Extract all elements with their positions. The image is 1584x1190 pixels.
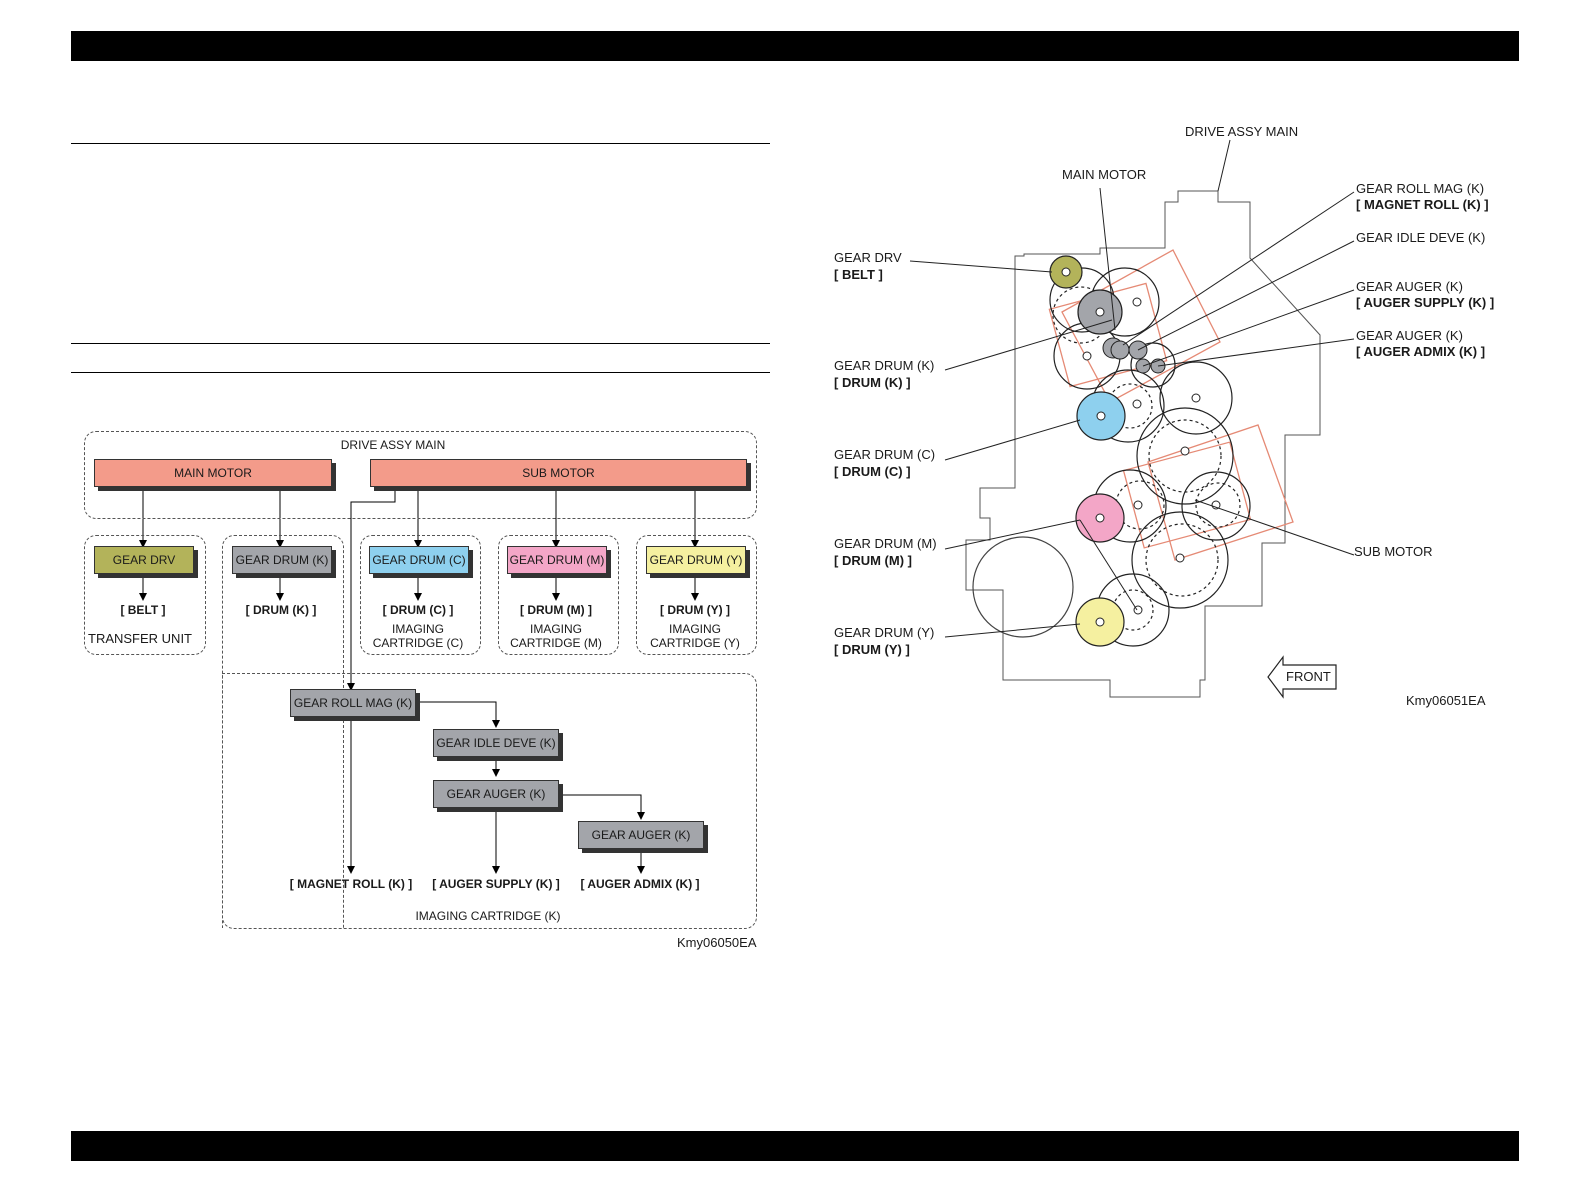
auger-supply-label: [ AUGER SUPPLY (K) ]	[432, 877, 560, 891]
gear-drum-c-box: GEAR DRUM (C)	[369, 546, 469, 574]
drum-y-callout: [ DRUM (Y) ]	[834, 642, 910, 657]
belt-callout: [ BELT ]	[834, 267, 883, 282]
front-label: FRONT	[1286, 669, 1331, 684]
gear-auger-supply-box: GEAR AUGER (K)	[433, 780, 559, 808]
sub-motor-box: SUB MOTOR	[370, 459, 747, 487]
gear-drum-y-callout: GEAR DRUM (Y)	[834, 625, 935, 640]
gear-drv-box: GEAR DRV	[94, 546, 194, 574]
section-rule	[71, 143, 770, 144]
gear-drum-y-box: GEAR DRUM (Y)	[646, 546, 746, 574]
magnet-roll-callout: [ MAGNET ROLL (K) ]	[1356, 197, 1489, 212]
gear-roll-mag-callout: GEAR ROLL MAG (K)	[1356, 181, 1485, 196]
header-bar	[71, 31, 1519, 61]
imaging-cartridge-k-label: IMAGING CARTRIDGE (K)	[415, 909, 561, 923]
gear-auger-supply-gear	[1135, 358, 1151, 374]
drive-assy-frame	[965, 190, 1321, 698]
drum-c-callout: [ DRUM (C) ]	[834, 464, 911, 479]
gear-drv-callout: GEAR DRV	[834, 250, 902, 265]
gear-auger-admix-box: GEAR AUGER (K)	[578, 821, 704, 849]
illustration-figure-code: Kmy06051EA	[1406, 693, 1486, 708]
gear-drum-c-gear	[1076, 391, 1126, 441]
cartridge-m-label: CARTRIDGE (M)	[510, 636, 602, 650]
gear-drum-k-box: GEAR DRUM (K)	[232, 546, 332, 574]
belt-label: [ BELT ]	[120, 603, 166, 617]
imaging-cartridge-k-group	[222, 673, 757, 929]
gear-auger-admix-gear	[1150, 358, 1166, 374]
gear-idle-deve-gear	[1128, 340, 1148, 360]
gear-auger-admix-callout: GEAR AUGER (K)	[1356, 328, 1463, 343]
gear-drum-m-callout: GEAR DRUM (M)	[834, 536, 937, 551]
imaging-y-label: IMAGING	[668, 622, 721, 636]
gear-idle-deve-box: GEAR IDLE DEVE (K)	[433, 729, 559, 757]
main-motor-callout: MAIN MOTOR	[1062, 167, 1147, 182]
drum-m-callout: [ DRUM (M) ]	[834, 553, 912, 568]
gear-roll-mag-gear	[1110, 340, 1130, 360]
imaging-m-label: IMAGING	[529, 622, 582, 636]
imaging-c-label: IMAGING	[391, 622, 444, 636]
cartridge-c-label: CARTRIDGE (C)	[372, 636, 464, 650]
gear-drum-c-callout: GEAR DRUM (C)	[834, 447, 936, 462]
drive-assy-main-group	[84, 431, 757, 519]
gear-drum-m-box: GEAR DRUM (M)	[507, 546, 607, 574]
main-motor-box: MAIN MOTOR	[94, 459, 332, 487]
gear-drum-m-gear	[1075, 493, 1125, 543]
drum-y-label: [ DRUM (Y) ]	[660, 603, 730, 617]
section-rule	[71, 372, 770, 373]
imaging-cartridge-y-group	[636, 535, 757, 655]
gear-drv-gear	[1049, 255, 1083, 289]
gear-roll-mag-box: GEAR ROLL MAG (K)	[290, 689, 416, 717]
gear-idle-deve-callout: GEAR IDLE DEVE (K)	[1356, 230, 1486, 245]
section-rule	[71, 343, 770, 344]
transfer-unit-label: TRANSFER UNIT	[88, 631, 192, 646]
auger-supply-callout: [ AUGER SUPPLY (K) ]	[1356, 295, 1495, 310]
drum-m-label: [ DRUM (M) ]	[520, 603, 592, 617]
gear-drum-k-gear	[1102, 337, 1124, 359]
drum-c-label: [ DRUM (C) ]	[382, 603, 454, 617]
drum-k-label: [ DRUM (K) ]	[245, 603, 317, 617]
drive-assy-main-callout: DRIVE ASSY MAIN	[1185, 124, 1299, 139]
auger-admix-callout: [ AUGER ADMIX (K) ]	[1356, 344, 1486, 359]
drum-k-callout: [ DRUM (K) ]	[834, 375, 911, 390]
auger-admix-label: [ AUGER ADMIX (K) ]	[580, 877, 700, 891]
gear-auger-supply-callout: GEAR AUGER (K)	[1356, 279, 1463, 294]
gear-drum-y-gear	[1075, 597, 1125, 647]
drive-assy-main-label: DRIVE ASSY MAIN	[340, 438, 446, 452]
main-motor-gear	[1077, 289, 1123, 335]
imaging-cartridge-m-group	[498, 535, 619, 655]
footer-bar	[71, 1131, 1519, 1161]
block-figure-code: Kmy06050EA	[677, 935, 757, 950]
magnet-roll-label: [ MAGNET ROLL (K) ]	[289, 877, 413, 891]
transfer-unit-group	[84, 535, 206, 655]
gear-drum-k-callout: GEAR DRUM (K)	[834, 358, 935, 373]
imaging-cartridge-c-group	[360, 535, 481, 655]
sub-motor-callout: SUB MOTOR	[1354, 544, 1433, 559]
cartridge-y-label: CARTRIDGE (Y)	[650, 636, 740, 650]
